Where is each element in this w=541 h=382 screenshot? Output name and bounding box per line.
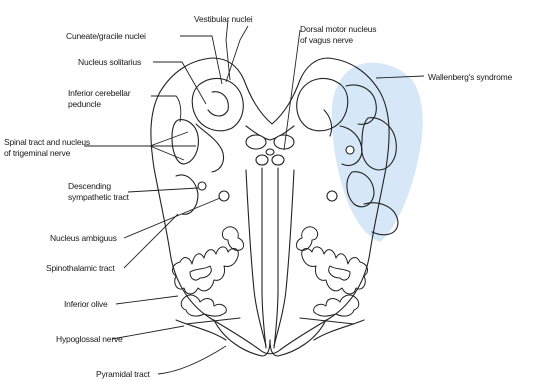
label-dorsal-motor-nucleus-2: of vagus nerve	[300, 35, 353, 45]
midline-raphe-right	[274, 168, 278, 348]
label-descending-2: sympathetic tract	[68, 192, 130, 202]
label-vestibular-nuclei: Vestibular nuclei	[194, 14, 253, 24]
label-hypoglossal-nerve: Hypoglossal nerve	[56, 334, 123, 344]
spinal-trigeminal-left	[172, 120, 198, 164]
right-dorsal-tract	[324, 110, 332, 136]
dorsal-motor-nucleus-right	[272, 155, 284, 165]
label-nucleus-solitarius: Nucleus solitarius	[78, 57, 141, 67]
label-inferior-cerebellar-1: Inferior cerebellar	[68, 88, 131, 98]
inferior-olive-left-inner	[190, 266, 211, 280]
inferior-olive-left-upper	[222, 227, 243, 251]
nucleus-ambiguus-right	[327, 191, 337, 201]
label-descending-1: Descending	[68, 181, 111, 191]
label-nucleus-ambiguus: Nucleus ambiguus	[50, 233, 117, 243]
label-spinal-tract-2: of trigeminal nerve	[4, 148, 71, 158]
label-cuneate-gracile: Cuneate/gracile nuclei	[66, 31, 146, 41]
dorsal-motor-nucleus-left	[256, 155, 268, 165]
hypoglossal-nucleus-left	[246, 135, 266, 149]
descending-sympathetic-right	[346, 146, 354, 154]
inferior-olive-right-upper	[296, 227, 317, 251]
inferior-olive-right-inner	[329, 266, 350, 280]
inferior-olive-left	[173, 247, 239, 294]
central-canal-left	[266, 149, 274, 155]
vestibular-inner-left	[208, 92, 228, 116]
label-pyramidal-tract: Pyramidal tract	[96, 369, 151, 379]
hypoglossal-nerve-root-right	[300, 318, 354, 324]
midline-raphe	[262, 168, 266, 348]
label-inferior-cerebellar-2: peduncle	[68, 99, 101, 109]
vestibular-nuclei-left	[192, 78, 243, 130]
descending-sympathetic-left	[198, 182, 206, 190]
inferior-olive-right	[302, 247, 368, 294]
label-dorsal-motor-nucleus-1: Dorsal motor nucleus	[300, 24, 376, 34]
label-inferior-olive: Inferior olive	[64, 299, 108, 309]
label-wallenberg-syndrome: Wallenberg's syndrome	[428, 72, 513, 82]
label-spinothalamic: Spinothalamic tract	[46, 263, 115, 273]
label-spinal-tract-1: Spinal tract and nucleus	[4, 137, 90, 147]
nucleus-ambiguus-left	[219, 191, 229, 201]
hypoglossal-nerve-root-left	[186, 318, 240, 324]
